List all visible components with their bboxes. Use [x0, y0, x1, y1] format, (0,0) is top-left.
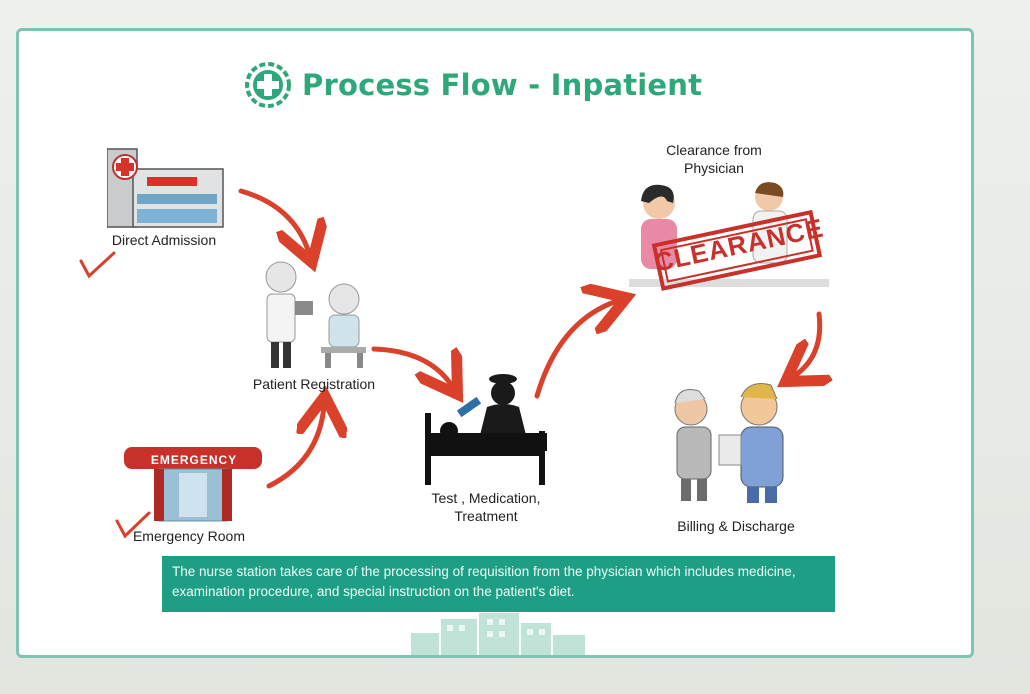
label-emergency-room: Emergency Room — [114, 527, 264, 545]
label-clearance: Clearance from Physician — [639, 141, 789, 177]
arrow-emergency-to-registration — [269, 406, 324, 486]
label-billing-discharge: Billing & Discharge — [651, 517, 821, 535]
label-test-medication-treatment: Test , Medication, Treatment — [401, 489, 571, 525]
nurse-station-note: The nurse station takes care of the proc… — [162, 556, 835, 612]
arrow-clearance-to-billing — [794, 314, 820, 376]
hospital-building-icon — [107, 139, 225, 229]
treatment-bed-icon — [421, 373, 551, 493]
patient-registration-icon — [249, 259, 379, 371]
label-patient-registration: Patient Registration — [214, 375, 414, 393]
arrow-admission-to-registration — [241, 191, 309, 253]
slide: Process Flow - Inpatient Direct — [16, 28, 974, 658]
footer-buildings-icon — [411, 611, 587, 655]
label-direct-admission: Direct Admission — [89, 231, 239, 249]
emergency-sign-text: EMERGENCY — [134, 451, 254, 469]
billing-discharge-icon — [659, 377, 809, 507]
check-mark-direct-admission — [81, 253, 114, 276]
